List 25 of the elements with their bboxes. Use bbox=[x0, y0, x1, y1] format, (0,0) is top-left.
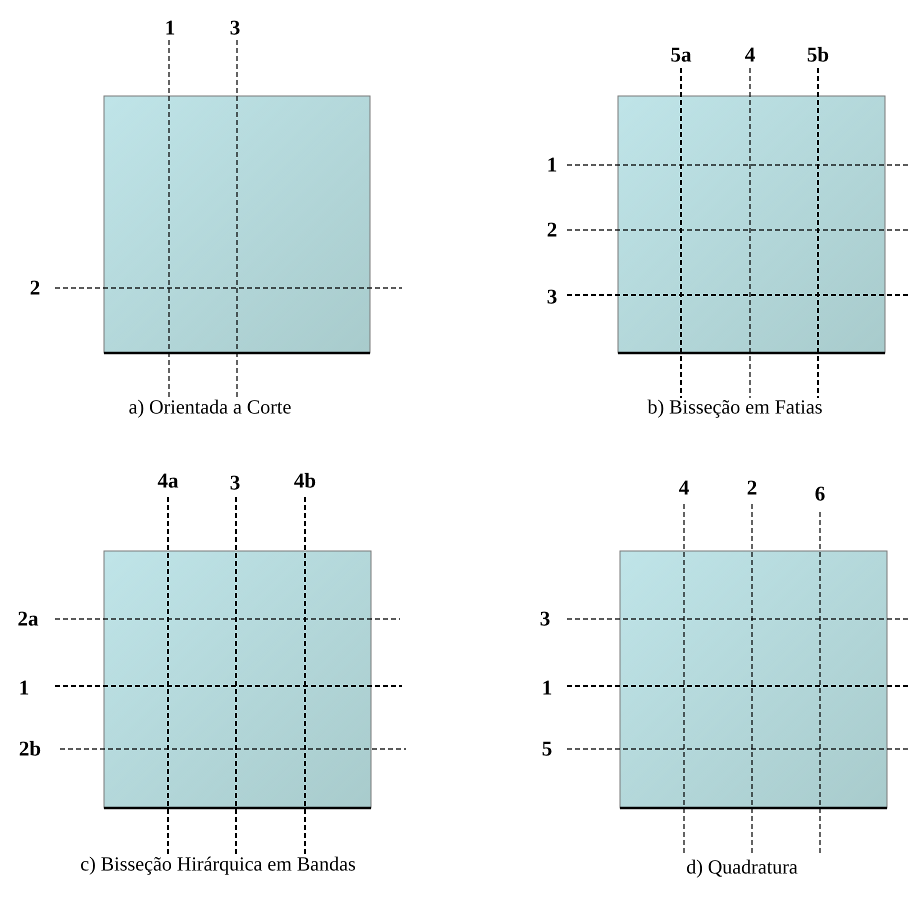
panel-caption: d) Quadratura bbox=[686, 856, 798, 880]
cut-order-number: 6 bbox=[814, 482, 826, 506]
cut-order-number: 3 bbox=[546, 284, 558, 310]
cut-order-number: 2 bbox=[30, 276, 40, 300]
cut-order-number: 5a bbox=[670, 42, 692, 68]
cut-order-number: 3 bbox=[540, 606, 550, 632]
cut-order-number: 2b bbox=[18, 736, 42, 762]
panel-caption: c) Bisseção Hirárquica em Bandas bbox=[80, 854, 356, 876]
cut-order-number: 3 bbox=[230, 470, 240, 496]
cut-order-number: 5 bbox=[542, 736, 552, 762]
cut-order-number: 5b bbox=[806, 42, 830, 68]
cut-order-number: 2 bbox=[746, 476, 758, 500]
cut-order-number: 2 bbox=[546, 218, 558, 242]
cut-order-number: 4a bbox=[158, 468, 178, 494]
cut-order-number: 4 bbox=[678, 476, 690, 500]
cut-order-number: 4b bbox=[294, 468, 316, 494]
cut-order-number: 1 bbox=[18, 676, 30, 700]
cut-order-number: 4 bbox=[744, 42, 756, 68]
cut-order-number: 3 bbox=[230, 16, 240, 40]
cut-order-number: 1 bbox=[546, 152, 558, 178]
cut-order-number: 1 bbox=[542, 676, 552, 700]
cut-order-number: 1 bbox=[164, 16, 176, 40]
panel-caption: a) Orientada a Corte bbox=[128, 396, 292, 420]
cut-order-number: 2a bbox=[18, 606, 38, 632]
panel-caption: b) Bisseção em Fatias bbox=[648, 396, 822, 420]
